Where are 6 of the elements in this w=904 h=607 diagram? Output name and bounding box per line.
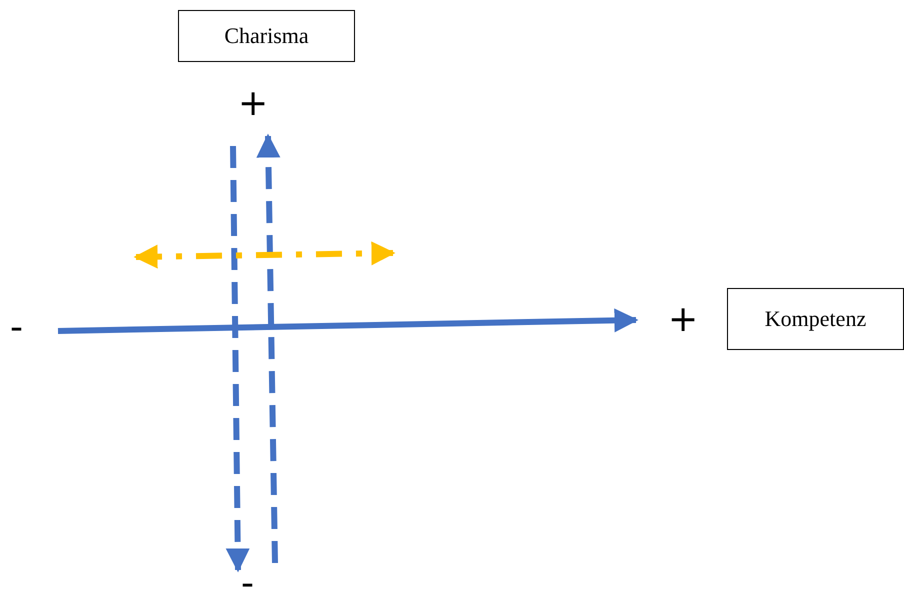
label-box: Charisma: [178, 10, 355, 62]
label-box: Kompetenz: [727, 288, 904, 350]
axis-sign: -: [241, 566, 254, 602]
axis-sign: +: [668, 302, 698, 338]
axis-sign: +: [238, 86, 268, 122]
axis-sign: -: [10, 310, 23, 346]
